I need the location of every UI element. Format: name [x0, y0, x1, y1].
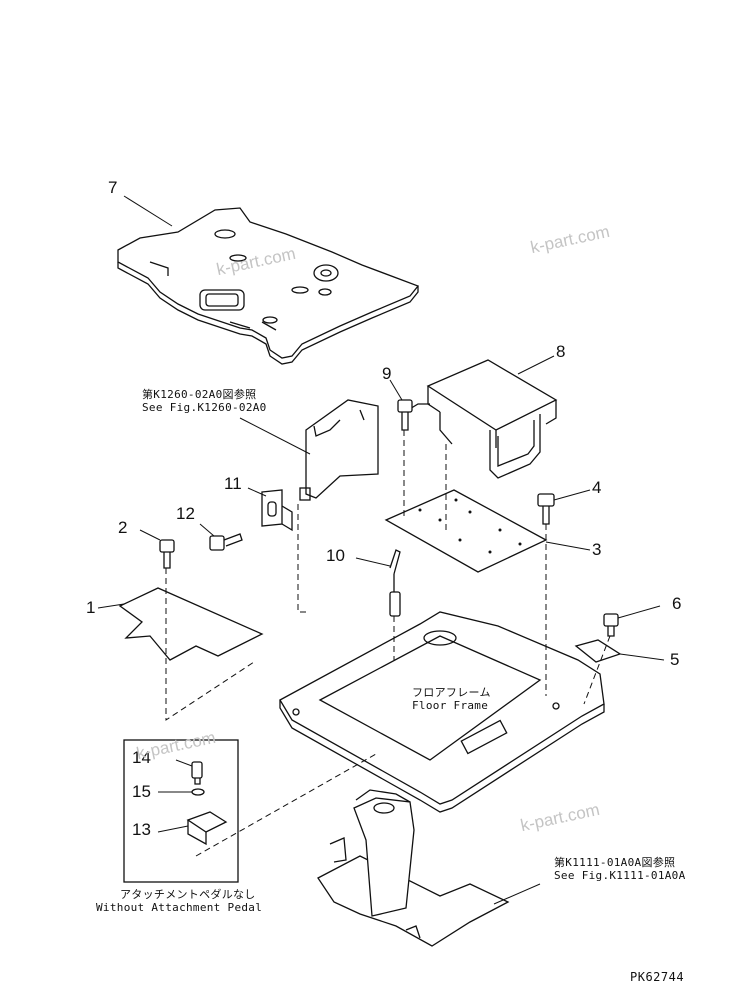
floor-frame-jp: フロアフレーム — [412, 686, 491, 699]
pedal-note-en: Without Attachment Pedal — [96, 901, 263, 914]
ref-k1111-en: See Fig.K1111-01A0A — [554, 869, 686, 882]
label-part-3: 3 — [592, 540, 602, 559]
ref-k1260-jp: 第K1260-02A0図参照 — [142, 388, 257, 401]
label-part-1: 1 — [86, 598, 96, 617]
leader-part-8 — [517, 355, 555, 375]
plate-part-1 — [118, 587, 264, 661]
leader-part-2 — [139, 529, 161, 541]
bolt-part-9 — [397, 399, 413, 431]
bracket-part-11 — [261, 489, 293, 532]
label-part-10: 10 — [326, 546, 345, 565]
leader-part-5 — [619, 653, 665, 661]
leader-part-4 — [553, 489, 591, 501]
label-part-15: 15 — [132, 782, 151, 801]
bolt-part-6 — [603, 613, 619, 637]
label-part-7: 7 — [108, 178, 118, 197]
label-part-8: 8 — [556, 342, 566, 361]
label-part-4: 4 — [592, 478, 602, 497]
cover-part-8 — [407, 359, 558, 479]
figure-code: PK62744 — [630, 970, 685, 984]
leader-part-1 — [97, 603, 125, 609]
label-part-11: 11 — [224, 474, 242, 493]
leader-part-6 — [617, 605, 661, 619]
leader-part-11 — [247, 487, 267, 497]
label-part-9: 9 — [382, 364, 392, 383]
label-part-2: 2 — [118, 518, 128, 537]
leader-ref-k1111 — [493, 883, 541, 905]
label-part-5: 5 — [670, 650, 680, 669]
side-panel-ref-k1260 — [299, 399, 379, 501]
plate-part-3 — [384, 489, 548, 573]
rod-part-10 — [389, 549, 401, 617]
floor-frame-en: Floor Frame — [412, 699, 489, 712]
ref-k1260-en: See Fig.K1260-02A0 — [142, 401, 267, 414]
floor-mat-part-7 — [117, 207, 420, 365]
leader-part-13 — [157, 825, 189, 833]
leader-part-12 — [199, 523, 215, 537]
label-part-13: 13 — [132, 820, 151, 839]
plate-part-5 — [574, 639, 622, 663]
floor-frame — [279, 611, 605, 813]
leader-part-7 — [123, 195, 173, 227]
leader-part-10 — [355, 557, 391, 567]
leader-part-3 — [545, 541, 591, 551]
label-part-6: 6 — [672, 594, 682, 613]
bolt-part-2 — [159, 539, 175, 569]
bolt-part-4 — [537, 493, 555, 525]
leader-ref-k1260 — [239, 417, 311, 455]
ref-k1111-jp: 第K1111-01A0A図参照 — [554, 856, 676, 869]
leader-part-14 — [175, 759, 193, 767]
label-part-14: 14 — [132, 748, 151, 767]
inset-without-pedal — [123, 739, 239, 883]
pedal-note-jp: アタッチメントペダルなし — [120, 888, 256, 901]
screw-part-12 — [209, 533, 243, 551]
leader-part-9 — [389, 379, 403, 401]
label-part-12: 12 — [176, 504, 195, 523]
lower-structure-ref-k1111 — [317, 789, 510, 947]
alignment-lines — [165, 430, 611, 857]
